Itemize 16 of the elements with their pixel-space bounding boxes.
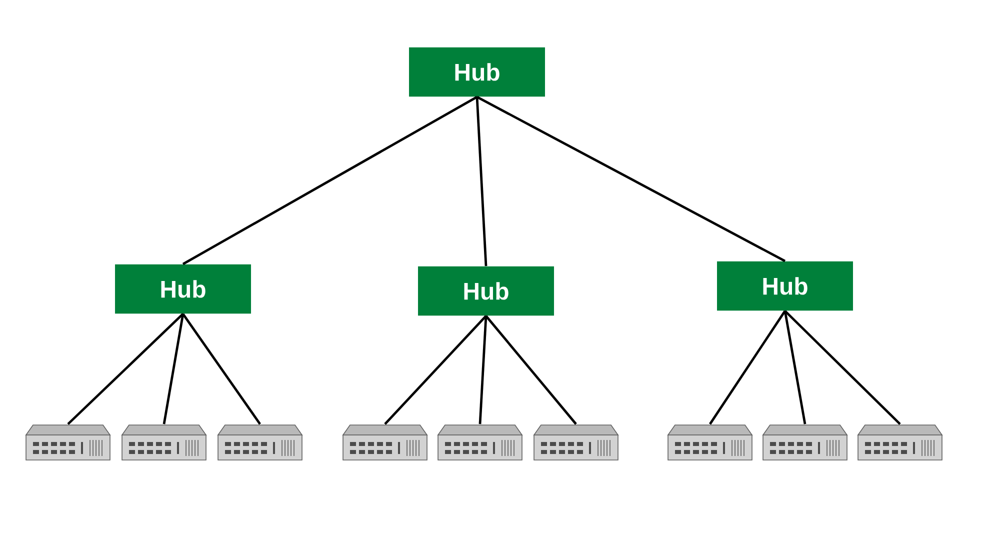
connector-line	[162, 314, 184, 424]
hub-box: Hub	[418, 266, 554, 316]
connector-line	[67, 313, 184, 425]
connector-line	[784, 310, 901, 425]
connector-line	[384, 315, 487, 425]
connector-line	[476, 96, 786, 262]
hub-box: Hub	[115, 264, 251, 314]
connector-line	[478, 316, 488, 424]
connector-line	[476, 96, 488, 266]
connector-line	[182, 313, 261, 425]
connector-line	[182, 96, 478, 266]
connector-line	[485, 315, 577, 425]
connector-line	[784, 310, 806, 424]
connector-line	[709, 310, 786, 425]
hub-box: Hub	[717, 261, 853, 311]
hub-box: Hub	[409, 47, 545, 97]
